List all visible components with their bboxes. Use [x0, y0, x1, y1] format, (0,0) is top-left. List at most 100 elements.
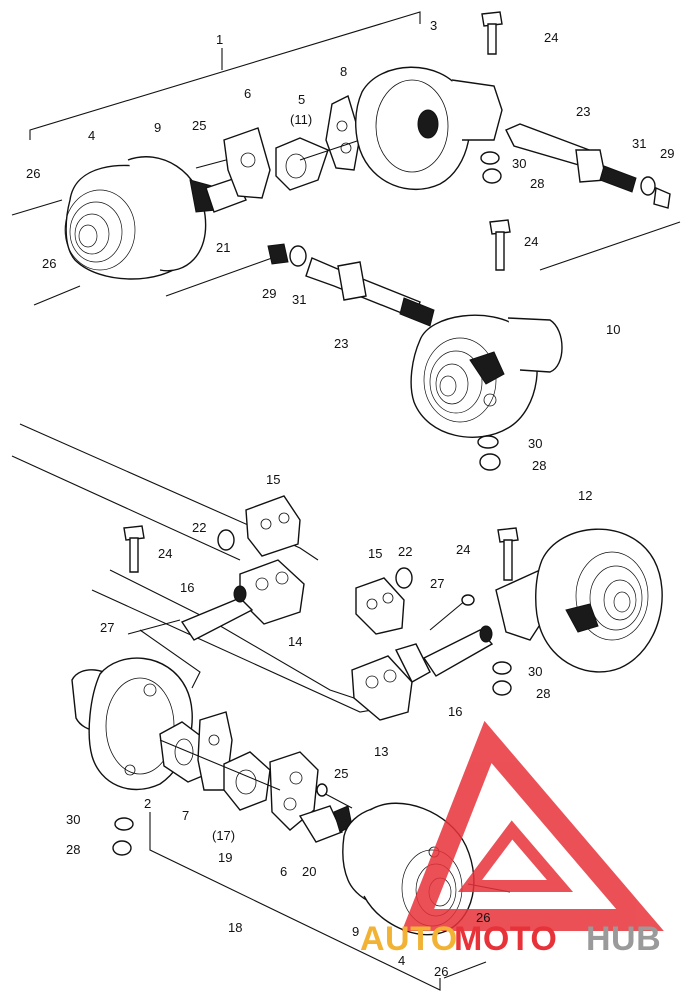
- callout-30: 30: [528, 664, 542, 679]
- callout-21: 21: [216, 240, 230, 255]
- callout-19: 19: [218, 850, 232, 865]
- callout-8: 8: [340, 64, 347, 79]
- callout-29: 29: [262, 286, 276, 301]
- automotohub-wordmark: AUTO MOTO HUB: [360, 920, 661, 958]
- callout-16: 16: [448, 704, 462, 719]
- callout-26: 26: [434, 964, 448, 979]
- callout-31: 31: [632, 136, 646, 151]
- callout-13: 13: [374, 744, 388, 759]
- wire-harness: [139, 629, 201, 689]
- collar-22: [395, 567, 413, 589]
- collar-22: [217, 529, 235, 551]
- assembly-bracket-1: [29, 11, 421, 140]
- grommet-5: [275, 137, 329, 191]
- callout-27: 27: [100, 620, 114, 635]
- callout-9: 9: [154, 120, 161, 135]
- callout-26: 26: [476, 910, 490, 925]
- callout-6: 6: [244, 86, 251, 101]
- cushion-rubber-15: [245, 495, 301, 557]
- screw-26: [33, 285, 81, 306]
- callout-labels: 1 2 3 4 4 5 (11) 6 6 7 8 9 9 10 12 13 14…: [26, 18, 674, 979]
- callout-22: 22: [398, 544, 412, 559]
- callout-20: 20: [302, 864, 316, 879]
- callout-22: 22: [192, 520, 206, 535]
- wire-harness: [11, 455, 241, 561]
- stay-stem-23: [505, 123, 671, 209]
- screw-25-head: [316, 783, 328, 797]
- wire-harness: [109, 569, 361, 701]
- callout-31: 31: [292, 292, 306, 307]
- bolt-24: [481, 11, 503, 55]
- nut-28: [492, 680, 512, 696]
- callout-26: 26: [42, 256, 56, 271]
- washer-30: [477, 435, 499, 449]
- screw-27: [127, 619, 181, 635]
- callout-27: 27: [430, 576, 444, 591]
- holder-13: [351, 655, 413, 721]
- callout-24: 24: [158, 546, 172, 561]
- callout-10: 10: [606, 322, 620, 337]
- nut-28: [482, 168, 502, 184]
- callout-6: 6: [280, 864, 287, 879]
- callout-11: (11): [290, 112, 312, 127]
- callout-30: 30: [66, 812, 80, 827]
- callout-28: 28: [536, 686, 550, 701]
- callout-28: 28: [66, 842, 80, 857]
- callout-4: 4: [88, 128, 95, 143]
- bolt-24: [489, 219, 511, 271]
- turn-signal-lamp-10: [410, 314, 563, 438]
- callout-28: 28: [530, 176, 544, 191]
- callout-7: 7: [182, 808, 189, 823]
- lamp-socket-20: [298, 805, 353, 843]
- callout-4: 4: [398, 953, 405, 968]
- callout-26: 26: [26, 166, 40, 181]
- callout-3: 3: [430, 18, 437, 33]
- callout-29: 29: [660, 146, 674, 161]
- callout-24: 24: [544, 30, 558, 45]
- lamp-socket-19: [223, 751, 271, 811]
- callout-16: 16: [180, 580, 194, 595]
- screw-27: [429, 594, 475, 631]
- stay-stem-23: [267, 243, 435, 327]
- stay-6: [269, 751, 319, 831]
- screw-26: [443, 961, 487, 979]
- callout-24: 24: [456, 542, 470, 557]
- callout-12: 12: [578, 488, 592, 503]
- wire-harness: [19, 423, 319, 561]
- wordmark-auto: AUTO: [360, 920, 458, 958]
- callout-1: 1: [216, 32, 223, 47]
- callout-24: 24: [524, 234, 538, 249]
- turn-signal-lamp-12: [495, 528, 663, 673]
- callout-5: 5: [298, 92, 305, 107]
- washer-30: [480, 151, 500, 165]
- stay-8: [325, 95, 361, 171]
- bolt-24: [123, 525, 145, 573]
- callout-23: 23: [334, 336, 348, 351]
- assembly-bracket-18: [149, 812, 441, 991]
- callout-2: 2: [144, 796, 151, 811]
- callout-17: (17): [212, 828, 235, 843]
- callout-30: 30: [528, 436, 542, 451]
- callout-25: 25: [192, 118, 206, 133]
- nut-28: [479, 453, 501, 471]
- wire-harness: [539, 221, 681, 271]
- screw-26: [11, 199, 63, 216]
- callout-15: 15: [368, 546, 382, 561]
- turn-signal-housing-3: [355, 66, 503, 191]
- holder-14: [239, 559, 305, 625]
- cushion-rubber-15: [355, 577, 405, 635]
- washer-30: [492, 661, 512, 675]
- turn-signal-lamp-left-top: [64, 156, 217, 280]
- wire-harness: [165, 257, 273, 297]
- nut-28: [112, 840, 132, 856]
- automotohub-watermark-logo: [401, 720, 664, 931]
- callout-18: 18: [228, 920, 242, 935]
- washer-30: [114, 817, 134, 831]
- callout-30: 30: [512, 156, 526, 171]
- stay-stem-16: [180, 585, 254, 641]
- wordmark-moto: MOTO: [454, 920, 557, 958]
- wordmark-hub: HUB: [586, 920, 661, 958]
- stay-stem-16: [395, 625, 494, 683]
